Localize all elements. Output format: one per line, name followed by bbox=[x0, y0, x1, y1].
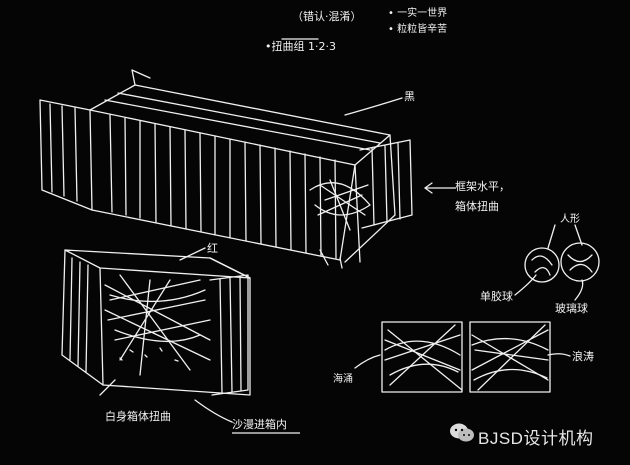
label-sea-surge: 海涌 bbox=[333, 372, 353, 385]
watermark-text: BJSD设计机构 bbox=[478, 429, 594, 448]
annotation-arrows bbox=[99, 38, 584, 423]
label-red: 红 bbox=[207, 242, 218, 255]
label-wave: 浪涛 bbox=[572, 349, 594, 363]
label-sand-ball: 单胶球 bbox=[480, 289, 513, 303]
label-black: 黑 bbox=[404, 90, 415, 103]
label-frame-level: 框架水平， bbox=[455, 180, 510, 193]
wechat-icon bbox=[450, 423, 474, 442]
label-person: 人形 bbox=[560, 213, 580, 225]
handwritten-notes: （错认·混淆） • 一实一世界 • 粒粒皆辛苦 •扭曲组 1·2·3 黑 框架水… bbox=[105, 6, 594, 434]
note-top-bracket: （错认·混淆） bbox=[292, 9, 362, 23]
label-box-twisted: 箱体扭曲 bbox=[455, 199, 499, 213]
note-top-right-2: • 粒粒皆辛苦 bbox=[388, 22, 447, 35]
label-sand-inside: 沙漫进箱内 bbox=[232, 417, 287, 431]
two-boxes-sketch bbox=[381, 321, 551, 393]
label-glass-ball: 玻璃球 bbox=[555, 301, 588, 315]
small-container-sketch bbox=[61, 249, 251, 396]
note-list: •扭曲组 1·2·3 bbox=[265, 39, 336, 53]
note-top-right-1: • 一实一世界 bbox=[388, 6, 447, 19]
long-container-sketch bbox=[39, 69, 413, 269]
label-box-twist: 白身箱体扭曲 bbox=[105, 409, 171, 423]
balls-sketch bbox=[524, 224, 600, 283]
